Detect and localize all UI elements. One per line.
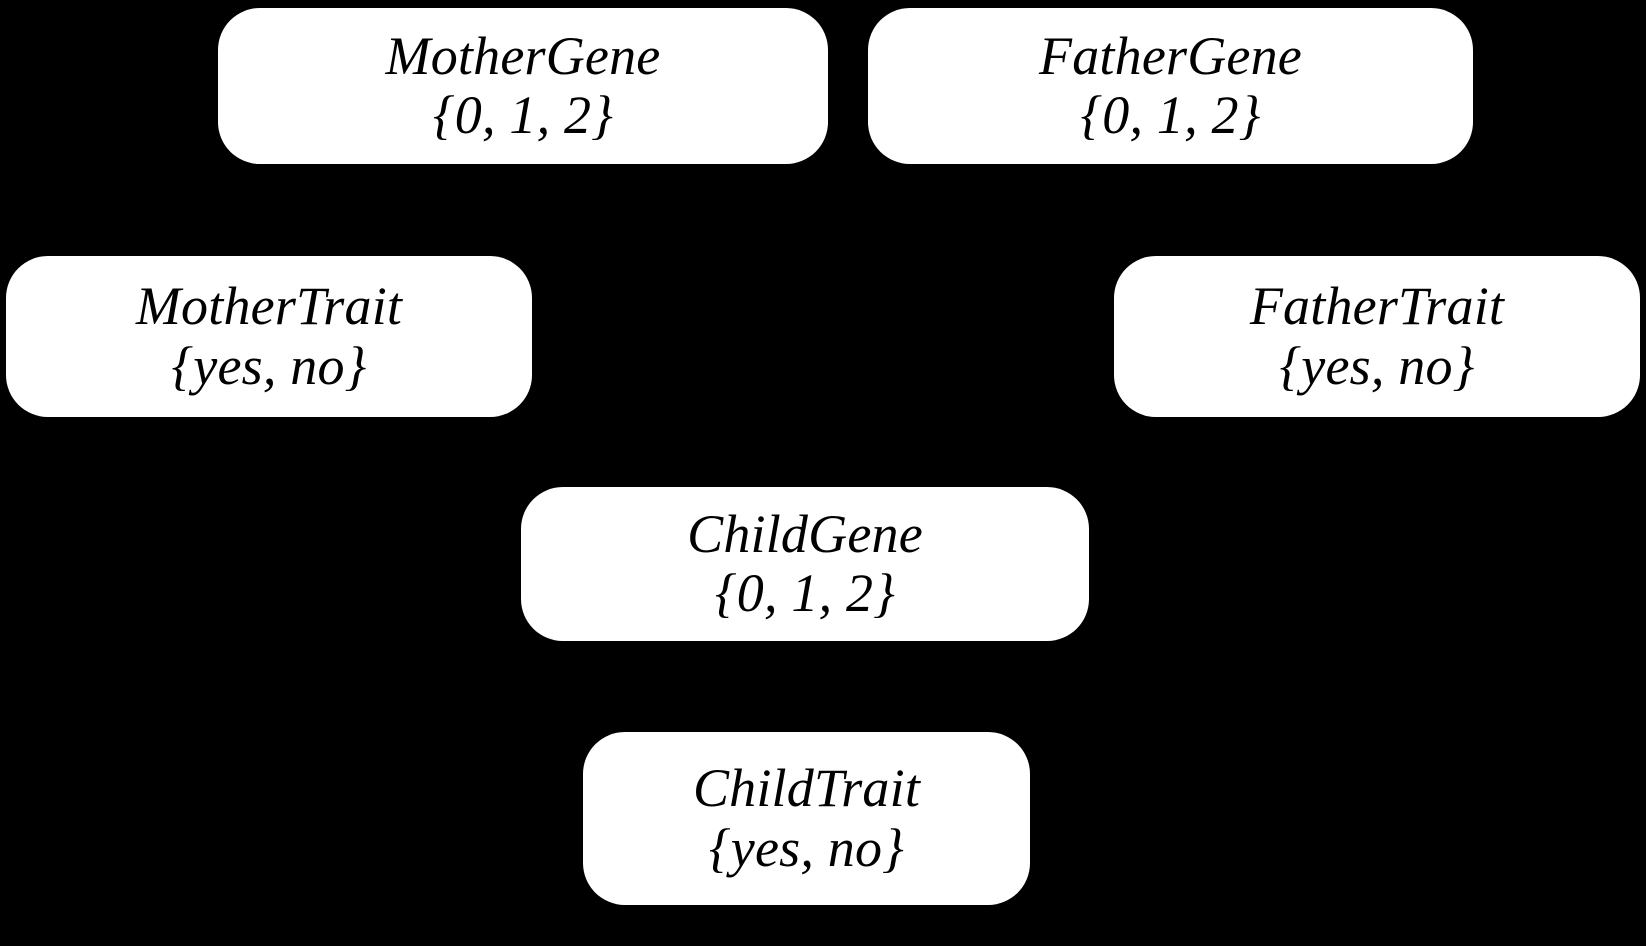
node-mother-gene-label: MotherGene bbox=[385, 25, 661, 86]
node-child-trait-domain: {yes, no} bbox=[709, 817, 904, 878]
node-child-trait[interactable]: ChildTrait {yes, no} bbox=[583, 732, 1030, 905]
node-father-trait-label: FatherTrait bbox=[1249, 276, 1505, 337]
node-mother-trait-label: MotherTrait bbox=[135, 276, 403, 337]
node-father-gene-label: FatherGene bbox=[1039, 25, 1302, 86]
node-child-gene-label: ChildGene bbox=[687, 503, 923, 564]
node-mother-gene[interactable]: MotherGene {0, 1, 2} bbox=[218, 8, 828, 164]
node-child-gene-domain: {0, 1, 2} bbox=[715, 563, 895, 623]
node-child-trait-label: ChildTrait bbox=[692, 758, 921, 819]
node-mother-gene-domain: {0, 1, 2} bbox=[433, 85, 613, 145]
node-father-gene[interactable]: FatherGene {0, 1, 2} bbox=[868, 8, 1473, 164]
node-father-gene-domain: {0, 1, 2} bbox=[1080, 85, 1261, 145]
node-father-trait[interactable]: FatherTrait {yes, no} bbox=[1114, 256, 1640, 417]
node-mother-trait[interactable]: MotherTrait {yes, no} bbox=[6, 256, 532, 417]
node-mother-trait-domain: {yes, no} bbox=[171, 335, 367, 396]
node-child-gene[interactable]: ChildGene {0, 1, 2} bbox=[521, 487, 1089, 641]
node-father-trait-domain: {yes, no} bbox=[1279, 335, 1475, 396]
